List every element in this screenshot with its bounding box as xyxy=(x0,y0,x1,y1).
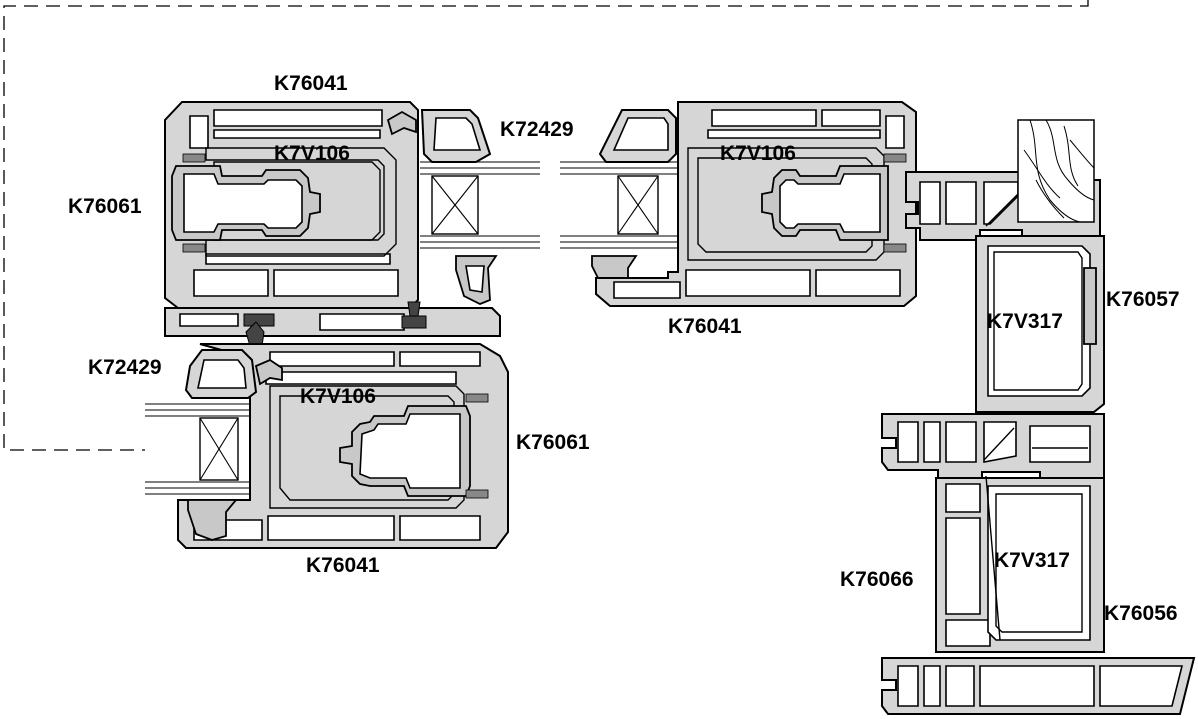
label-k7v106-top-right: K7V106 xyxy=(720,142,796,165)
sash-top-left xyxy=(164,101,419,309)
wall-outline xyxy=(3,0,1089,451)
label-k72429-top: K72429 xyxy=(500,118,574,141)
glazing-bead-top-left xyxy=(386,109,492,163)
label-k7v317-upper: K7V317 xyxy=(987,310,1063,333)
label-k76041-bottom: K76041 xyxy=(306,554,380,577)
wood-wall-section xyxy=(1017,119,1095,223)
frame-k76066 xyxy=(935,475,1105,653)
label-k7v106-top-left: K7V106 xyxy=(274,142,350,165)
label-k76066: K76066 xyxy=(840,568,914,591)
glass-unit-top-left xyxy=(420,161,540,305)
mullion-coupler xyxy=(164,301,501,347)
glass-unit-bottom xyxy=(145,403,250,495)
label-k76057: K76057 xyxy=(1106,288,1180,311)
label-k76061-left: K76061 xyxy=(68,195,142,218)
label-k76061-right: K76061 xyxy=(516,431,590,454)
label-k76041-right: K76041 xyxy=(668,315,742,338)
frame-k76057 xyxy=(975,235,1105,413)
glass-unit-top-right xyxy=(560,161,680,249)
label-k7v106-bottom: K7V106 xyxy=(300,385,376,408)
label-k76056: K76056 xyxy=(1104,602,1178,625)
label-k7v317-lower: K7V317 xyxy=(994,549,1070,572)
frame-middle xyxy=(881,413,1105,479)
label-k72429-bottom: K72429 xyxy=(88,356,162,379)
label-k76041-top-left: K76041 xyxy=(274,72,348,95)
sill-k76056 xyxy=(881,657,1196,715)
sash-bottom xyxy=(177,343,509,549)
sash-top-right xyxy=(595,101,917,307)
glazing-bead-bottom xyxy=(184,349,283,541)
